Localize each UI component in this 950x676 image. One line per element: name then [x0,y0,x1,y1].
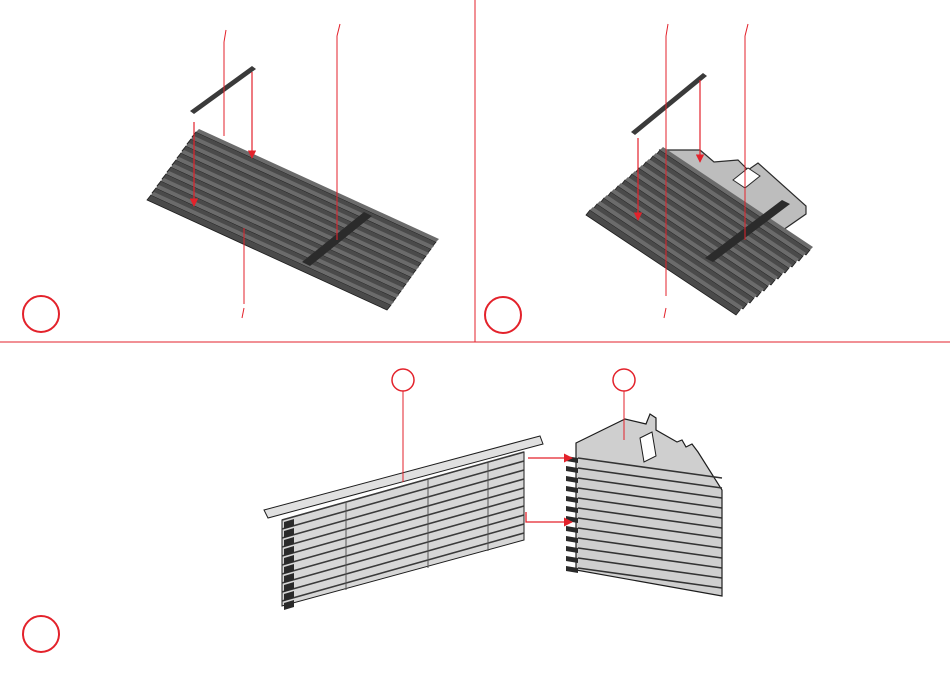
log-wall-flat [147,129,439,310]
loose-rod [190,66,256,114]
loose-rod [631,73,707,135]
gable-wall [566,414,722,596]
connection-arrows [526,458,572,522]
callout-long-wall [392,369,414,391]
step-3-panel [23,369,722,652]
step-2-marker [485,297,521,333]
callout-gable-wall [613,369,635,391]
step-1-panel [23,24,439,332]
step-2-panel [485,24,813,333]
step-1-marker [23,296,59,332]
panel-dividers [0,0,950,342]
log-wall-flat [586,147,813,315]
step-3-marker [23,616,59,652]
